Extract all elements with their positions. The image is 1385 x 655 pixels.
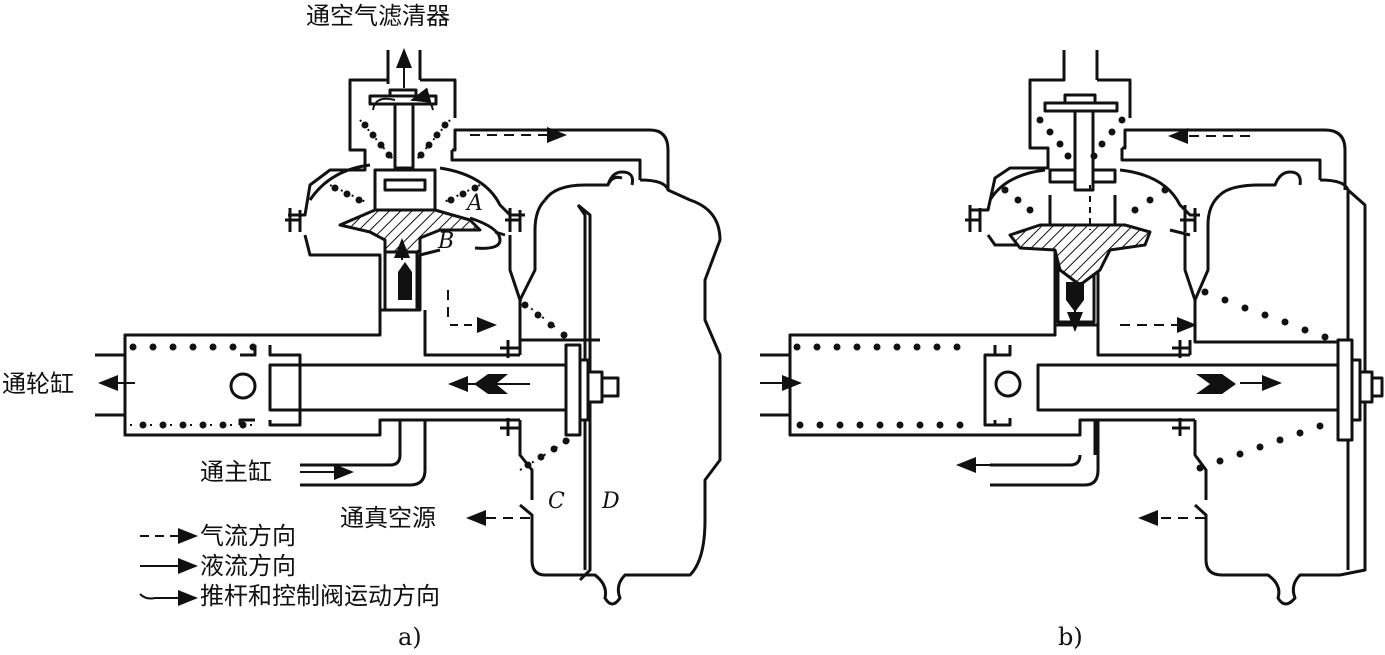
motion-chevron-a [474, 374, 508, 394]
legend-motion-line [139, 590, 198, 606]
legend-air-text: 气流方向 [200, 522, 296, 550]
legend-liquid-text: 液流方向 [200, 552, 296, 580]
motion-chevron-b [1196, 374, 1236, 394]
flow-arrows-a [98, 48, 567, 526]
label-master-cylinder: 通主缸 [200, 458, 272, 486]
push-rod-b [1036, 363, 1340, 412]
springs-a [130, 119, 573, 471]
label-letter-a: A [465, 191, 483, 216]
diagram-a [95, 50, 722, 606]
upper-diaphragm-a [308, 163, 525, 217]
legend-motion-text: 推杆和控制阀运动方向 [200, 582, 440, 610]
label-vacuum-source: 通真空源 [340, 504, 436, 532]
label-letter-d: D [601, 489, 620, 514]
label-letter-c: C [548, 489, 565, 514]
label-letter-b: B [437, 229, 454, 254]
reaction-disc-a [338, 208, 482, 254]
flow-arrows-b [760, 128, 1282, 526]
push-rod-a [268, 363, 568, 412]
caption-a: a) [398, 623, 422, 651]
caption-b: b) [1058, 623, 1083, 651]
diagram-b [760, 50, 1384, 606]
label-wheel-cylinder: 通轮缸 [2, 370, 74, 398]
legend-symbols [139, 528, 198, 606]
text-labels: 通空气滤清器 通轮缸 通主缸 通真空源 A B C D 气流方向 液流方向 推杆… [2, 2, 1083, 651]
label-air-filter: 通空气滤清器 [306, 2, 450, 30]
reaction-disc-b [1008, 223, 1152, 287]
